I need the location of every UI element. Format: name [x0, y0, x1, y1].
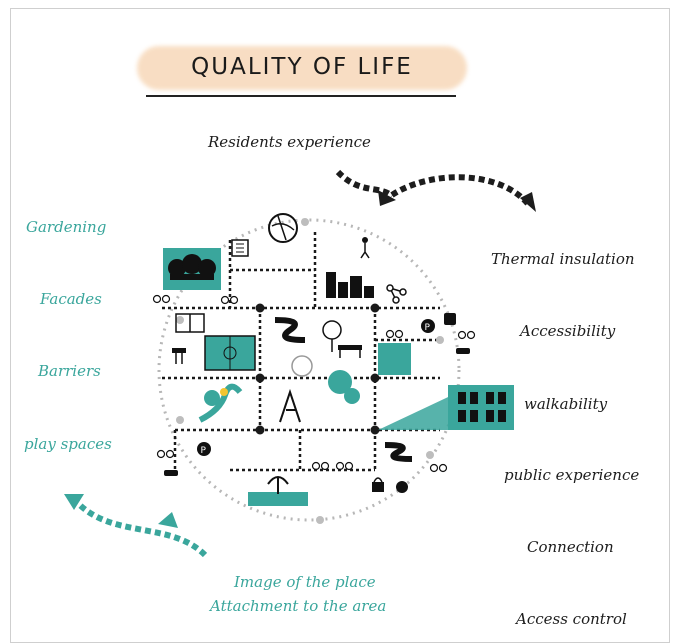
right-label-walkability: walkability: [524, 395, 608, 413]
bottom-label-image-of-place: Image of the place: [234, 573, 376, 591]
lock-icon: [372, 482, 384, 492]
winding-road-icon: [274, 317, 306, 343]
car-icon-2: [164, 470, 178, 476]
network-icon: [386, 284, 407, 304]
title-banner: QUALITY OF LIFE: [137, 46, 467, 94]
fountain-icon: [267, 476, 289, 494]
tree-icon: [322, 320, 342, 340]
right-label-public-experience: public experience: [504, 466, 640, 484]
bottom-label-attachment: Attachment to the area: [210, 597, 387, 615]
svg-text:P: P: [425, 323, 431, 333]
windows-icon: [458, 392, 506, 422]
left-label-play-spaces: play spaces: [24, 435, 112, 453]
walker-icon: [362, 237, 368, 243]
road-s-icon: [384, 442, 413, 462]
park-path-icon: [198, 383, 243, 423]
top-label: Residents experience: [208, 133, 371, 151]
fountain-pool: [248, 492, 308, 506]
bike-icons: [152, 294, 476, 473]
globe-icon: [268, 213, 298, 243]
right-label-accessibility: Accessibility: [520, 322, 616, 340]
svg-text:P: P: [201, 446, 207, 456]
tree-square-block: [378, 343, 411, 375]
parking-icon: P: [421, 319, 435, 333]
diagram-title: QUALITY OF LIFE: [191, 54, 413, 80]
boundary-dots: [176, 218, 444, 524]
trees-icon: [168, 254, 216, 280]
building-facade-block: [448, 385, 514, 430]
bench-icon: [338, 345, 362, 350]
right-label-connection: Connection: [527, 538, 614, 556]
neighbourhood-circle: [157, 218, 461, 522]
residents-arrow-long: [390, 174, 531, 207]
wheel-icon: [396, 481, 408, 493]
table-icon: [172, 348, 186, 353]
parking-icon-2: P: [197, 442, 211, 456]
people-teal-icon: [328, 370, 352, 394]
image-arrow-head-up: [158, 512, 178, 528]
title-highlight: [137, 46, 467, 90]
bus-icon: [444, 313, 456, 325]
radiator-icon: [231, 239, 249, 257]
title-underline: [146, 95, 456, 97]
car-icon: [456, 348, 470, 354]
intersection-dots: [255, 303, 380, 435]
image-arrow-head-left: [64, 494, 84, 510]
left-label-facades: Facades: [40, 290, 102, 308]
right-label-thermal-insulation: Thermal insulation: [491, 250, 635, 268]
family-icon: [291, 355, 313, 377]
right-label-access-control: Access control: [516, 610, 627, 628]
street-grid: [162, 232, 440, 472]
walkability-wedge: [378, 390, 463, 430]
residents-arrow-head-right: [520, 192, 536, 212]
image-arrow: [72, 497, 208, 558]
left-label-gardening: Gardening: [26, 218, 107, 236]
city-skyline-icon: [326, 272, 374, 298]
swing-icon: [279, 388, 301, 423]
residents-arrow: [335, 169, 395, 199]
residents-arrow-head-left: [378, 190, 396, 206]
left-label-barriers: Barriers: [38, 362, 101, 380]
